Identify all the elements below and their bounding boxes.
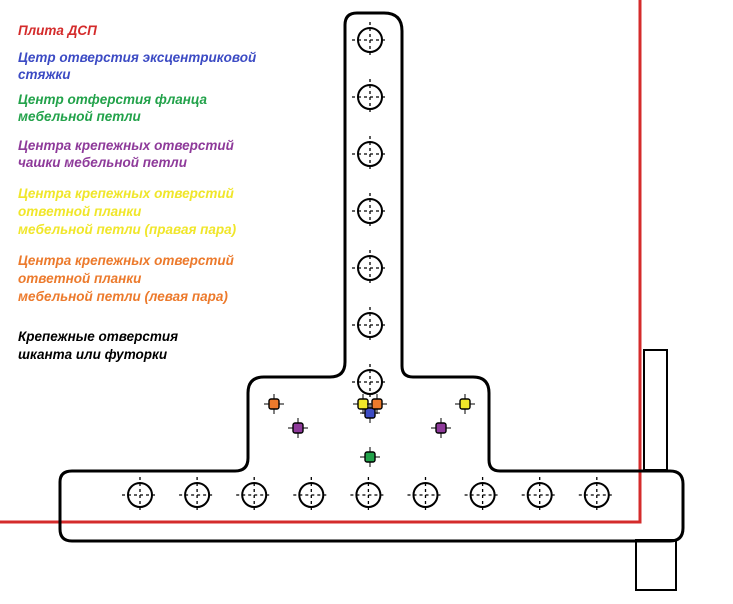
template-outline	[58, 11, 685, 543]
dowel-hole-horizontal-2	[179, 477, 216, 513]
square-dot-icon	[357, 398, 369, 410]
legend-cup-line-2: чашки мебельной петли	[18, 155, 187, 170]
dowel-hole-horizontal-3	[236, 477, 273, 513]
legend-plate-left-line-2: ответной планки	[18, 271, 142, 286]
dowel-hole-horizontal-9	[578, 477, 615, 513]
legend-flange-line-2: мебельной петли	[18, 109, 141, 124]
dowel-hole-horizontal-8	[521, 477, 558, 513]
legend-plate-right-line-2: ответной планки	[18, 204, 142, 219]
cup-hole-left-marker	[288, 418, 308, 438]
legend-plate-left-line-1: Центра крепежных отверстий	[18, 253, 234, 268]
square-dot-icon	[435, 422, 447, 434]
dowel-hole-horizontal-5	[350, 477, 387, 513]
dowel-hole-horizontal-1	[122, 477, 158, 513]
legend-dowel-line-2: шканта или футорки	[18, 347, 168, 362]
flange-center-marker	[360, 447, 380, 467]
plate-hole-right-outer-marker	[455, 394, 475, 414]
dowel-hole-horizontal-4	[293, 477, 330, 513]
dowel-hole-vertical-1	[352, 22, 388, 58]
legend-plate-right-line-3: мебельной петли (правая пара)	[18, 222, 237, 237]
square-dot-icon	[459, 398, 471, 410]
square-dot-icon	[364, 451, 376, 463]
dowel-hole-vertical-4	[352, 193, 388, 229]
legend-dowel-line-1: Крепежные отверстия	[18, 329, 179, 344]
legend-cup-line-1: Центра крепежных отверстий	[18, 138, 234, 153]
square-dot-icon	[292, 422, 304, 434]
cup-hole-right-marker	[431, 418, 451, 438]
side-panel-lower	[635, 539, 677, 591]
eccentric-center-marker	[360, 403, 380, 423]
side-panel-profile	[635, 349, 677, 591]
dowel-holes-group	[122, 22, 615, 513]
chipboard-outline	[0, 0, 642, 524]
legend-flange-line-1: Центр отферстия фланца	[18, 92, 207, 107]
legend-eccentric-line-2: стяжки	[18, 67, 71, 82]
chipboard-edge-line	[0, 0, 642, 524]
hinge-markers-group	[264, 394, 475, 467]
plate-hole-left-inner-marker	[367, 394, 387, 414]
dowel-hole-vertical-2	[352, 79, 388, 115]
square-dot-icon	[268, 398, 280, 410]
dowel-hole-horizontal-7	[464, 477, 501, 513]
plate-hole-left-outer-marker	[264, 394, 284, 414]
square-dot-icon	[371, 398, 383, 410]
legend-board-title: Плита ДСП	[18, 23, 97, 38]
dowel-hole-vertical-5	[352, 250, 388, 286]
legend-plate-left-line-3: мебельной петли (левая пара)	[18, 289, 228, 304]
drill-template-body	[58, 11, 685, 543]
square-dot-icon	[364, 407, 376, 419]
dowel-hole-vertical-6	[352, 307, 388, 343]
dowel-hole-vertical-3	[352, 136, 388, 172]
dowel-hole-horizontal-6	[407, 477, 444, 513]
dowel-hole-vertical-7	[352, 364, 388, 400]
legend-eccentric-line-1: Цетр отверстия эксцентриковой	[18, 50, 257, 65]
legend-plate-right-line-1: Центра крепежных отверстий	[18, 186, 234, 201]
side-panel-upper	[643, 349, 668, 471]
